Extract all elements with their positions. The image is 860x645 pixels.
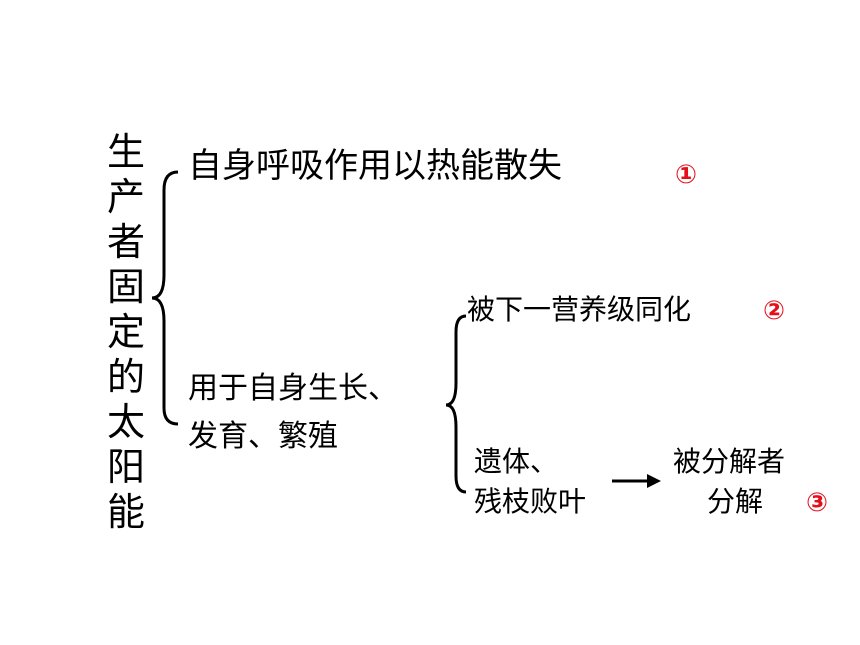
root-label: 生产者固定的太阳能	[106, 130, 145, 534]
marker-1: ①	[675, 160, 698, 190]
branch2-line1: 用于自身生长、	[188, 371, 398, 406]
sub-brace	[445, 314, 467, 494]
result-line2: 分解	[707, 485, 764, 518]
marker-2: ②	[763, 296, 786, 326]
sub2-line2: 残枝败叶	[474, 485, 587, 518]
branch2-line2: 发育、繁殖	[188, 419, 338, 454]
branch1-label: 自身呼吸作用以热能散失	[188, 146, 562, 186]
arrow-head-icon	[647, 474, 661, 488]
sub2-line1: 遗体、	[474, 445, 559, 478]
main-brace	[151, 170, 179, 426]
sub1-label: 被下一营养级同化	[467, 293, 692, 326]
marker-3: ③	[806, 488, 829, 518]
result-line1: 被分解者	[673, 445, 786, 478]
